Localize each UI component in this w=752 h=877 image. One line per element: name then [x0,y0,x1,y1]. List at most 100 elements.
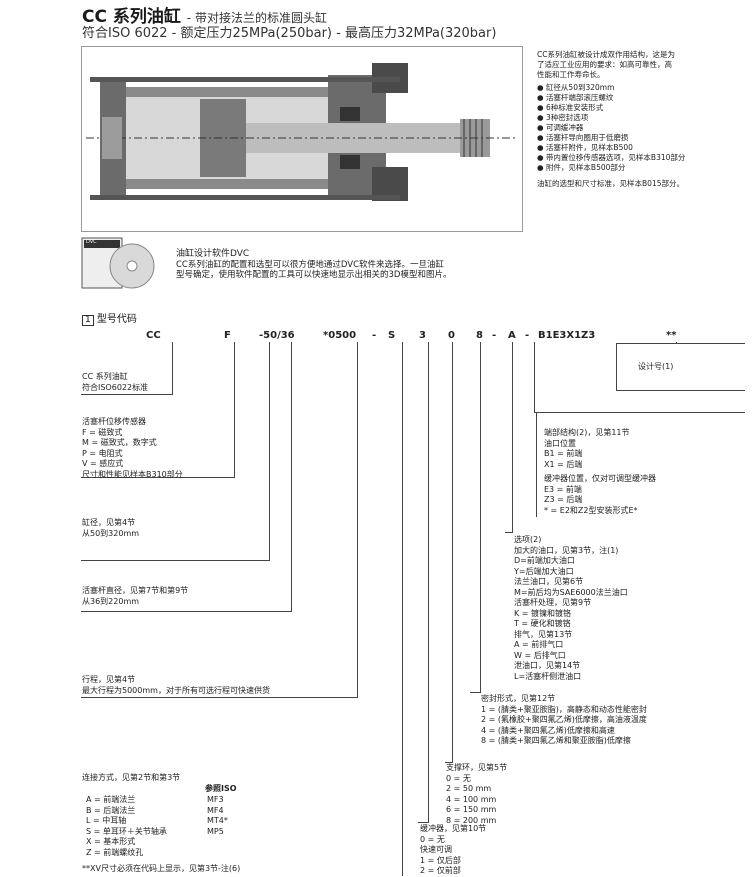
bullet-6: ● 活塞杆导向圈用于低磨损 [537,133,629,142]
opt-14: L=活塞杆侧泄油口 [514,671,582,681]
seals-line-4: 4 = (腈类+聚四氟乙烯)低摩擦和高速 [481,725,615,735]
mounting-list: A = 前端法兰 B = 后端法兰 L = 中耳轴 S = 单耳环＋关节轴承 X… [86,795,167,858]
code-ends: B1E3X1Z3 [538,330,596,341]
ends-line-h [534,412,537,413]
iso-s: MP5 [207,826,224,836]
title-line2: 符合ISO 6022 - 额定压力25MPa(250bar) - 最高压力32M… [82,26,497,41]
sensor-line-2: F = 磁致式 [82,427,123,437]
bullet-5: ● 可调缓冲器 [537,123,584,132]
cushion-line-3: 快速可调 [420,845,452,854]
design-line [676,342,677,343]
sensor-line-3: M = 磁致式，数字式 [82,438,157,447]
code-cc: CC [146,330,161,341]
code-a: A [508,330,516,341]
spacer-line-6: 8 = 200 mm [446,815,497,825]
sensor-box [81,342,235,478]
seals-line-2: 1 = (腈类+聚亚胺脂)，高静态和动态性能密封 [481,704,647,714]
seals-line-h [470,692,481,693]
mounting-item-x: X = 基本形式 [86,837,136,846]
mounting-item-s: S = 单耳环＋关节轴承 [86,826,167,836]
mounting-item-l: L = 中耳轴 [86,816,127,825]
cylinder-section-svg [82,47,522,231]
mounting-line [402,342,403,876]
rod-box [81,342,292,612]
ends-block: 端部结构(2)，见第11节 油口位置 B1 = 前端 X1 = 后端 缓冲器位置… [544,428,656,516]
spacer-line-2: 0 = 无 [446,773,471,783]
opt-12: W = 后排气口 [514,650,566,660]
seals-line-3: 2 = (氟橡胶+聚四氟乙烯)低摩擦，高油液温度 [481,715,647,724]
bullet-7: ● 活塞杆附件，见样本B500 [537,143,633,152]
bullet-2: ● 活塞杆端部滚压螺纹 [537,93,614,102]
code-dash-2: - [492,330,497,341]
bore-line-2: 从50到320mm [82,528,140,538]
bullet-3: ● 6种标准安装形式 [537,103,604,112]
seals-line-1: 密封形式，见第12节 [481,694,556,703]
intro-para-2: 了适应工业应用的要求：如高可靠性，高 [537,60,672,69]
stroke-line-1: 行程，见第4节 [82,675,136,684]
intro-para-3: 性能和工作寿命长。 [537,70,605,79]
spacer-block: 支撑环，见第5节 0 = 无 2 = 50 mm 4 = 100 mm 6 = … [446,763,507,826]
iso-b: MF4 [207,805,224,815]
cushion-line-5: 2 = 仅前部 [420,866,461,875]
section-title: 型号代码 [96,314,137,325]
cc-block: CC 系列油缸 符合ISO6022标准 [82,372,148,393]
sensor-line-4: P = 电阻式 [82,448,123,458]
code-0: 0 [448,330,455,341]
options-line [512,342,513,532]
page-title: CC 系列油缸 - 带对接法兰的标准圆头缸 [82,2,327,27]
rod-block: 活塞杆直径，见第7节和第9节 从36到220mm [82,586,188,607]
spacer-line-3: 2 = 50 mm [446,784,492,793]
section-heading: 1 型号代码 [82,310,137,326]
options-block: 选项(2) 加大的油口，见第3节，注(1) D=前端加大油口 Y=后端加大油口 … [514,535,628,682]
mounting-item-z: Z = 前端螺纹孔 [86,847,144,857]
opt-1: 选项(2) [514,535,542,544]
ends-line-6: E3 = 前端 [544,484,582,494]
ends-line-4: X1 = 后端 [544,459,583,469]
bore-box [81,342,270,561]
ends-line [534,342,535,412]
opt-10: 排气，见第13节 [514,629,573,639]
code-dash-1: - [372,330,377,341]
opt-3: D=前端加大油口 [514,556,575,565]
stroke-block: 行程，见第4节 最大行程为5000mm，对于所有可选行程可快速供货 [82,675,270,696]
bullet-4: ● 3种密封选项 [537,113,589,122]
code-design: ** [666,330,677,341]
cylinder-section-drawing [81,46,523,232]
cushion-line-h [418,822,429,823]
rod-line-2: 从36到220mm [82,596,140,606]
ends-box [536,412,745,517]
software-block: 油缸设计软件DVC CC系列油缸的配置和选型可以很方便地通过DVC软件来选择。一… [176,249,451,281]
cushion-line [428,342,429,822]
code-f: F [224,330,231,341]
cushion-line-2: 0 = 无 [420,834,445,844]
cushion-line-1: 缓冲器，见第10节 [420,824,487,833]
stroke-box [81,342,358,698]
bullet-9: ● 附件，见样本B500部分 [537,163,626,172]
mounting-item-a: A = 前端法兰 [86,795,136,804]
opt-11: A = 前排气口 [514,640,564,649]
mounting-item-b: B = 后端法兰 [86,805,136,815]
ends-line-3: B1 = 前端 [544,449,583,458]
code-s: S [388,330,396,341]
bore-line-1: 缸径，见第4节 [82,518,136,527]
dvc-cd-label: DVC [86,239,97,245]
opt-9: T = 硬化和镀铬 [514,619,571,628]
opt-13: 泄油口，见第14节 [514,661,581,670]
intro-para-1: CC系列油缸被设计成双作用结构，这是为 [537,50,675,59]
seals-line-5: 8 = (腈类+聚四氟乙烯和聚亚胺脂)低摩擦 [481,736,631,745]
cc-line-2: 符合ISO6022标准 [82,382,149,392]
intro-block: CC系列油缸被设计成双作用结构，这是为 了适应工业应用的要求：如高可靠性，高 性… [537,50,685,189]
code-3: 3 [419,330,426,341]
opt-4: Y=后端加大油口 [514,566,574,576]
cushion-line-4: 1 = 仅后部 [420,855,461,865]
ends-line-2: 油口位置 [544,438,576,448]
ends-line-8: * = E2和Z2型安装形式E* [544,505,638,515]
code-dash-3: - [525,330,530,341]
code-bore-rod: -50/36 [259,330,295,341]
section-number: 1 [82,315,94,326]
code-stroke: *0500 [323,330,357,341]
sensor-line-6: 尺寸和性能见样本B310部分 [82,469,183,479]
intro-footer: 油缸的选型和尺寸标准，见样本B015部分。 [537,179,684,188]
spacer-line-h [445,762,453,763]
opt-6: M=前后均为SAE6000法兰油口 [514,587,628,597]
